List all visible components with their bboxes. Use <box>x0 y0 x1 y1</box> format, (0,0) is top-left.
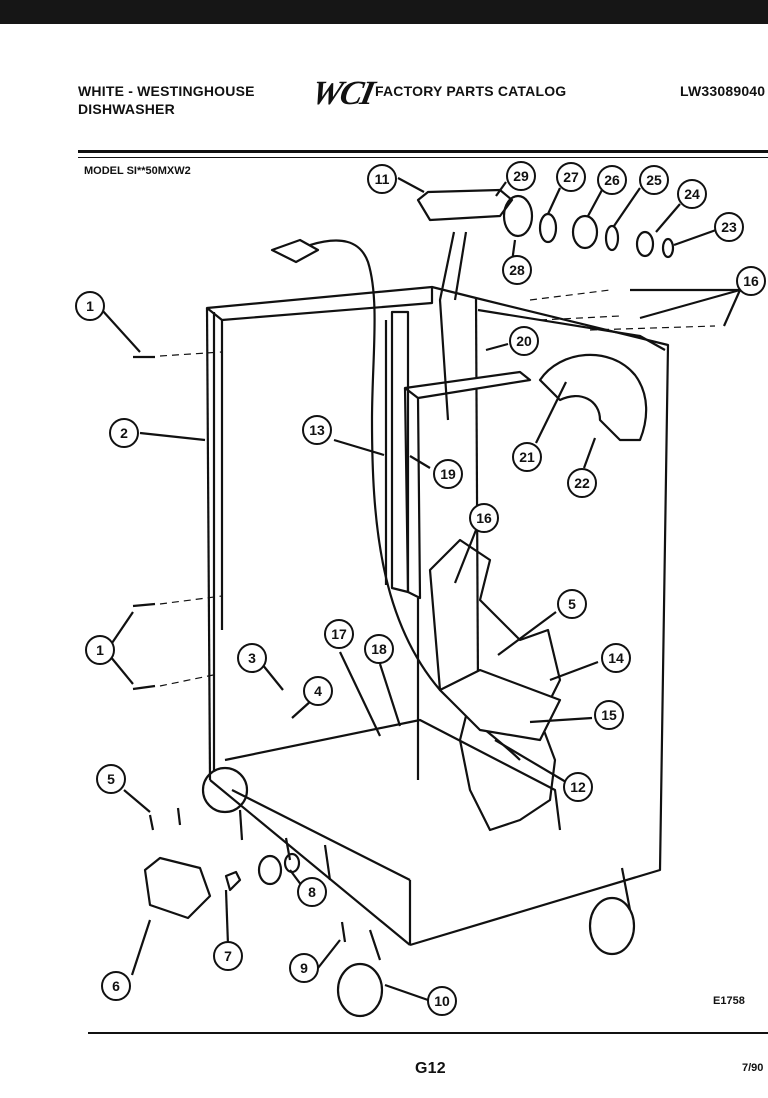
scan-top-bar <box>0 0 768 24</box>
header-rule <box>78 150 768 153</box>
svg-text:24: 24 <box>684 186 700 202</box>
drawing-id: E1758 <box>713 995 745 1007</box>
svg-text:5: 5 <box>107 771 115 787</box>
svg-text:3: 3 <box>248 650 256 666</box>
callout-7: 7 <box>213 941 243 971</box>
svg-text:8: 8 <box>308 884 316 900</box>
callout-25: 25 <box>639 165 669 195</box>
callout-11: 11 <box>367 164 397 194</box>
callout-13: 13 <box>302 415 332 445</box>
callout-22: 22 <box>567 468 597 498</box>
footer-rule <box>88 1032 768 1034</box>
svg-text:7: 7 <box>224 948 232 964</box>
svg-text:19: 19 <box>440 466 456 482</box>
svg-text:10: 10 <box>434 993 450 1009</box>
callout-24: 24 <box>677 179 707 209</box>
callout-20: 20 <box>509 326 539 356</box>
callout-14: 14 <box>601 643 631 673</box>
svg-text:18: 18 <box>371 641 387 657</box>
callout-28: 28 <box>502 255 532 285</box>
brand-line2: DISHWASHER <box>78 101 175 117</box>
svg-text:25: 25 <box>646 172 662 188</box>
brand-line1: WHITE - WESTINGHOUSE <box>78 83 255 99</box>
callout-29: 29 <box>506 161 536 191</box>
callout-10: 10 <box>427 986 457 1016</box>
callout-8: 8 <box>297 877 327 907</box>
svg-text:13: 13 <box>309 422 325 438</box>
svg-text:20: 20 <box>516 333 532 349</box>
svg-text:9: 9 <box>300 960 308 976</box>
svg-text:17: 17 <box>331 626 347 642</box>
svg-text:6: 6 <box>112 978 120 994</box>
callout-4: 4 <box>303 676 333 706</box>
callout-3: 3 <box>237 643 267 673</box>
part-callouts: 1 2 1 3 4 5 6 7 8 9 10 11 29 27 26 25 24… <box>75 161 766 1016</box>
svg-text:16: 16 <box>743 273 759 289</box>
svg-text:12: 12 <box>570 779 586 795</box>
svg-text:27: 27 <box>563 169 579 185</box>
svg-text:5: 5 <box>568 596 576 612</box>
callout-23: 23 <box>714 212 744 242</box>
svg-text:16: 16 <box>476 510 492 526</box>
revision-date: 7/90 <box>742 1062 764 1074</box>
svg-text:29: 29 <box>513 168 529 184</box>
callout-17: 17 <box>324 619 354 649</box>
callout-1b: 1 <box>85 635 115 665</box>
doc-number: LW33089040 <box>680 83 766 99</box>
catalog-title: FACTORY PARTS CATALOG <box>375 83 567 99</box>
callout-6: 6 <box>101 971 131 1001</box>
svg-text:22: 22 <box>574 475 590 491</box>
callout-12: 12 <box>563 772 593 802</box>
callout-26: 26 <box>597 165 627 195</box>
model-number: MODEL SI**50MXW2 <box>84 165 191 177</box>
callout-9: 9 <box>289 953 319 983</box>
svg-text:23: 23 <box>721 219 737 235</box>
svg-text:11: 11 <box>375 171 390 187</box>
svg-text:28: 28 <box>509 262 525 278</box>
callout-2: 2 <box>109 418 139 448</box>
callout-16a: 16 <box>736 266 766 296</box>
callout-21: 21 <box>512 442 542 472</box>
svg-text:2: 2 <box>120 425 128 441</box>
callout-16b: 16 <box>469 503 499 533</box>
callout-5a: 5 <box>96 764 126 794</box>
callout-1a: 1 <box>75 291 105 321</box>
svg-text:26: 26 <box>604 172 620 188</box>
callout-18: 18 <box>364 634 394 664</box>
svg-text:4: 4 <box>314 683 322 699</box>
page-number: G12 <box>415 1060 446 1077</box>
svg-text:1: 1 <box>96 642 104 658</box>
callout-19: 19 <box>433 459 463 489</box>
callout-5b: 5 <box>557 589 587 619</box>
callout-15: 15 <box>594 700 624 730</box>
svg-text:14: 14 <box>608 650 624 666</box>
header-rule-thin <box>78 157 768 158</box>
svg-text:21: 21 <box>519 449 535 465</box>
svg-text:15: 15 <box>601 707 617 723</box>
callout-27: 27 <box>556 162 586 192</box>
svg-text:1: 1 <box>86 298 94 314</box>
